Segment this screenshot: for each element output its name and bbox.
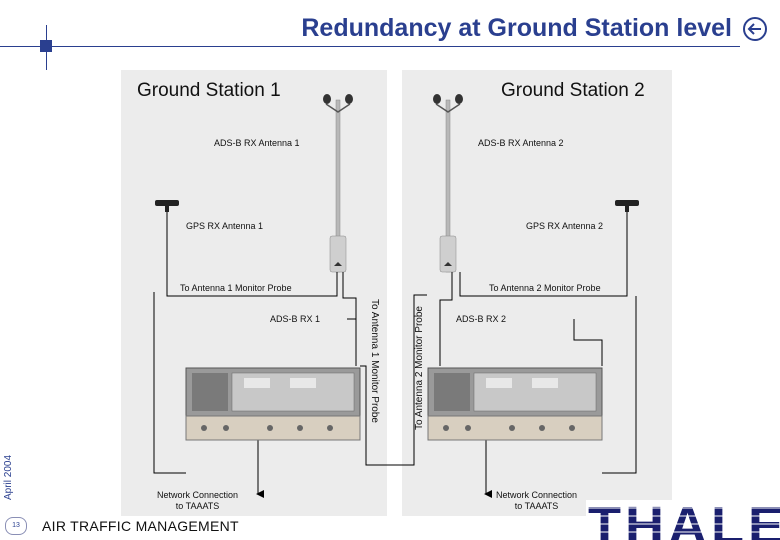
adsb-rx-2-rack	[427, 367, 603, 441]
adsb-rx-1-rack	[185, 367, 361, 441]
adsb-rx-1-label: ADS-B RX 1	[270, 314, 321, 324]
crosshair-square	[40, 40, 52, 52]
footer-text: AIR TRAFFIC MANAGEMENT	[42, 518, 239, 534]
ground-station-1-title: Ground Station 1	[137, 80, 281, 101]
date-label: April 2004	[3, 454, 14, 500]
adsb-antenna-1-label: ADS-B RX Antenna 1	[214, 138, 300, 148]
gps-antenna-2-label: GPS RX Antenna 2	[526, 221, 604, 231]
network-connection-1-label: Network Connection to TAAATS	[157, 490, 239, 511]
monitor-probe-1-label: To Antenna 1 Monitor Probe	[180, 283, 292, 293]
gps-antenna-2-icon	[615, 200, 639, 212]
monitor-probe-2-label: To Antenna 2 Monitor Probe	[489, 283, 601, 293]
network-connection-2-label: Network Connection to TAAATS	[496, 490, 578, 511]
gps-antenna-1-icon	[155, 200, 179, 212]
page-number: 13	[5, 517, 27, 535]
svg-text:THALES: THALES	[588, 500, 780, 540]
cross-probe-2-label: To Antenna 2 Monitor Probe	[414, 306, 425, 430]
thales-logo: THALES	[586, 500, 780, 540]
adsb-antenna-1-mast	[323, 94, 353, 273]
page-title: Redundancy at Ground Station level	[301, 14, 732, 42]
adsb-rx-2-label: ADS-B RX 2	[456, 314, 507, 324]
gps-antenna-1-label: GPS RX Antenna 1	[186, 221, 264, 231]
back-arrow-icon[interactable]	[742, 16, 768, 42]
ground-station-2-title: Ground Station 2	[501, 80, 645, 101]
cross-probe-1-label: To Antenna 1 Monitor Probe	[369, 299, 380, 423]
adsb-antenna-2-label: ADS-B RX Antenna 2	[478, 138, 564, 148]
adsb-antenna-2-mast	[433, 94, 463, 273]
header-rule	[0, 46, 740, 47]
